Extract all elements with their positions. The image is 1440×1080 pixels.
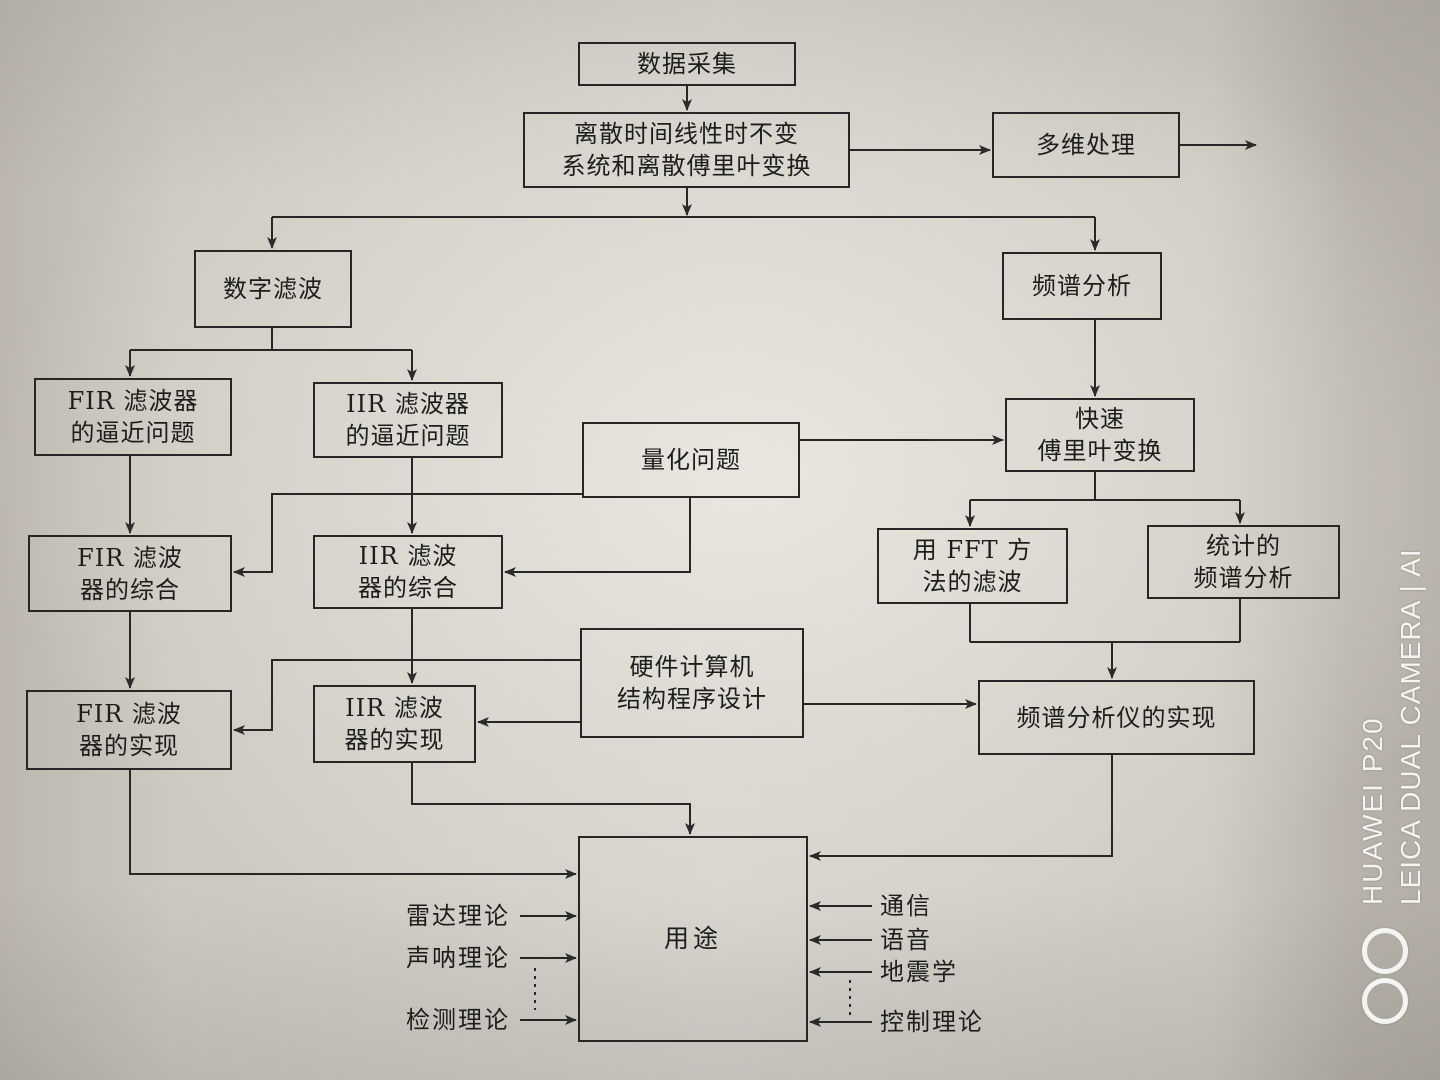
input-seismology: 地震学 (880, 958, 958, 986)
node-label-line-2: 器的实现 (344, 726, 445, 754)
node-label: 多维处理 (1036, 131, 1136, 159)
node-fft-filtering: 用 FFT 方 法的滤波 (877, 528, 1068, 604)
node-fir-synthesis: FIR 滤波 器的综合 (28, 535, 232, 612)
node-label-line-1: FIR 滤波 (77, 543, 183, 572)
node-label: 频谱分析 (1032, 272, 1132, 300)
node-label-line-2: 傅里叶变换 (1037, 437, 1163, 465)
node-label-line-1: FIR 滤波 (76, 700, 182, 728)
node-label: 量化问题 (641, 446, 741, 474)
leica-rings-icon (1362, 978, 1408, 1024)
leica-rings-icon (1362, 928, 1408, 974)
node-iir-synthesis: IIR 滤波 器的综合 (313, 535, 503, 609)
connector-iir-implementation-to-applications (411, 763, 695, 835)
connector-fir-implementation-to-applications (129, 770, 577, 879)
node-digital-filtering: 数字滤波 (194, 250, 352, 328)
connector-quantization-to-iir-synthesis (504, 498, 691, 577)
node-label-line-2: 的逼近问题 (345, 422, 471, 450)
node-label-line-2: 系统和离散傅里叶变换 (561, 152, 812, 180)
input-speech: 语音 (880, 926, 932, 954)
node-label-line-2: 器的实现 (79, 732, 179, 760)
watermark-camera: LEICA DUAL CAMERA | AI (1395, 548, 1426, 905)
input-detection-theory: 检测理论 (406, 1006, 510, 1034)
node-spectrum-analyzer-implementation: 频谱分析仪的实现 (978, 680, 1255, 755)
node-label-line-2: 的逼近问题 (70, 419, 196, 447)
node-label-line-2: 结构程序设计 (617, 685, 767, 713)
node-label-line-1: 用 FFT 方 (912, 536, 1033, 564)
node-applications: 用途 (578, 836, 808, 1042)
node-label-line-1: 快速 (1075, 405, 1125, 433)
node-label-line-1: 硬件计算机 (629, 653, 755, 681)
watermark-model: HUAWEI P20 (1357, 716, 1388, 905)
node-spectrum-analysis: 频谱分析 (1002, 252, 1162, 320)
node-dtlti-dft: 离散时间线性时不变 系统和离散傅里叶变换 (523, 112, 850, 188)
node-fir-approximation: FIR 滤波器 的逼近问题 (34, 378, 232, 456)
node-label-line-2: 器的综合 (80, 575, 180, 604)
node-fir-implementation: FIR 滤波 器的实现 (26, 690, 232, 770)
node-hardware-software-design: 硬件计算机 结构程序设计 (580, 628, 804, 738)
input-communications: 通信 (880, 892, 932, 920)
node-data-acquisition: 数据采集 (578, 42, 796, 86)
node-label: 用途 (663, 924, 722, 953)
node-label-line-1: IIR 滤波 (345, 694, 444, 722)
input-radar-theory: 雷达理论 (406, 902, 510, 930)
node-iir-approximation: IIR 滤波器 的逼近问题 (313, 382, 503, 458)
node-quantization: 量化问题 (582, 422, 800, 498)
connector-quantization-to-fir-synthesis (233, 493, 582, 577)
camera-watermark: HUAWEI P20 LEICA DUAL CAMERA | AI (1354, 495, 1430, 905)
input-sonar-theory: 声呐理论 (406, 944, 510, 972)
node-label-line-2: 法的滤波 (922, 568, 1023, 596)
node-label: 数字滤波 (223, 275, 323, 303)
connector-analyzer-to-applications (809, 755, 1113, 861)
node-label-line-1: 离散时间线性时不变 (574, 120, 799, 148)
node-iir-implementation: IIR 滤波 器的实现 (313, 685, 476, 763)
node-label-line-1: FIR 滤波器 (67, 387, 199, 415)
node-label-line-2: 频谱分析 (1193, 564, 1294, 592)
connector-hardware-to-fir-implementation (233, 659, 580, 735)
input-control-theory: 控制理论 (880, 1008, 984, 1036)
node-multidimensional-processing: 多维处理 (992, 112, 1180, 178)
node-fft: 快速 傅里叶变换 (1005, 398, 1195, 472)
node-label-line-1: IIR 滤波器 (346, 390, 470, 418)
node-label-line-1: IIR 滤波 (358, 542, 458, 570)
node-label-line-1: 统计的 (1206, 532, 1281, 560)
node-label: 频谱分析仪的实现 (1016, 703, 1217, 732)
node-statistical-spectrum-analysis: 统计的 频谱分析 (1147, 525, 1340, 599)
node-label-line-2: 器的综合 (358, 574, 458, 602)
node-label: 数据采集 (637, 50, 737, 78)
